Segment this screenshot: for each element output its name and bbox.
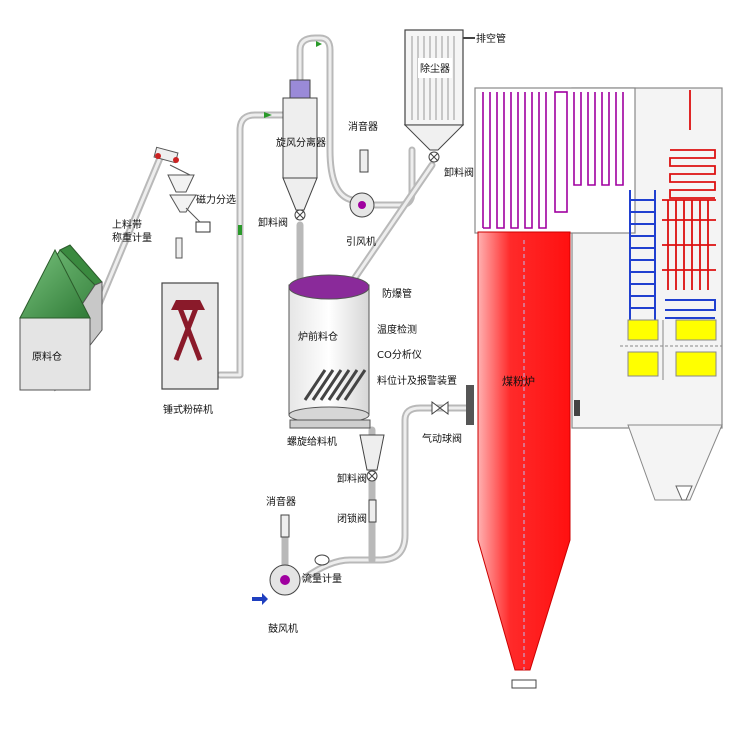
feed-chute: 卸料阀 闭锁阀 — [337, 434, 385, 525]
flow-arrows — [238, 41, 322, 605]
blower-group: 消音器 鼓风机 流量计量 — [266, 495, 342, 635]
level-meter-label: 料位计及报警装置 — [377, 374, 457, 387]
screw-feeder-label: 螺旋给料机 — [287, 435, 337, 448]
discharge-valve-1-label: 卸料阀 — [258, 216, 288, 229]
pc-boiler: 煤粉炉 — [466, 87, 723, 689]
induced-fan-group: 消音器 引风机 — [346, 120, 378, 248]
air-preheater-yellow — [620, 319, 722, 380]
pipes — [78, 34, 474, 582]
pneumatic-ball-valve: 气动球阀 — [422, 401, 462, 445]
furnace-bin: 炉前料仓 防爆管 温度检测 CO分析仪 料位计及报警装置 螺旋给料机 — [287, 274, 457, 448]
magnetic-separator-label: 磁力分选 — [196, 193, 236, 206]
induced-fan-label: 引风机 — [346, 235, 376, 248]
blower-label: 鼓风机 — [268, 622, 298, 635]
superheater-purple — [482, 91, 624, 229]
silencer-top-label: 消音器 — [348, 120, 378, 133]
hammer-icon — [171, 300, 205, 361]
discharge-valve-2-label: 卸料阀 — [444, 166, 474, 179]
cyclone-label: 旋风分离器 — [276, 136, 326, 149]
economizer-blue — [629, 190, 716, 340]
flow-arrow-icon — [316, 41, 322, 47]
explosion-vent-label: 防爆管 — [382, 287, 412, 300]
feeder-screws — [303, 369, 367, 401]
flow-meter-label: 流量计量 — [302, 572, 342, 585]
flow-arrow-icon — [264, 112, 272, 118]
silencer-bottom-label: 消音器 — [266, 495, 296, 508]
flow-arrow-icon — [238, 225, 242, 235]
air-inlet-arrow-icon — [252, 593, 268, 605]
co-analyzer-label: CO分析仪 — [377, 348, 422, 361]
temp-detect-label: 温度检测 — [377, 323, 417, 336]
lock-valve-label: 闭锁阀 — [337, 512, 367, 525]
dust-collector-label: 除尘器 — [420, 62, 450, 75]
belt-scale-label: 称重计量 — [112, 231, 152, 244]
cyclone-separator: 旋风分离器 卸料阀 — [258, 79, 326, 229]
raw-bin: 原料仓 — [19, 244, 103, 392]
hammer-mill-label: 锤式粉碎机 — [163, 403, 213, 416]
magnetic-separator: 磁力分选 — [169, 193, 236, 259]
pneumatic-valve-label: 气动球阀 — [422, 432, 462, 445]
pc-boiler-label: 煤粉炉 — [502, 375, 535, 388]
discharge-valve-3-label: 卸料阀 — [337, 472, 367, 485]
belt-head — [153, 146, 195, 193]
vent-pipe-label: 排空管 — [476, 32, 506, 45]
hammer-mill: 锤式粉碎机 — [161, 282, 219, 416]
raw-bin-body — [19, 317, 91, 391]
raw-bin-label: 原料仓 — [32, 350, 62, 363]
flow-meter-icon — [314, 554, 330, 566]
dust-collector: 除尘器 排空管 卸料阀 — [403, 29, 506, 179]
reheater-red — [662, 90, 716, 290]
furnace-bin-label: 炉前料仓 — [298, 330, 338, 343]
belt-label: 上料带 — [112, 218, 142, 231]
